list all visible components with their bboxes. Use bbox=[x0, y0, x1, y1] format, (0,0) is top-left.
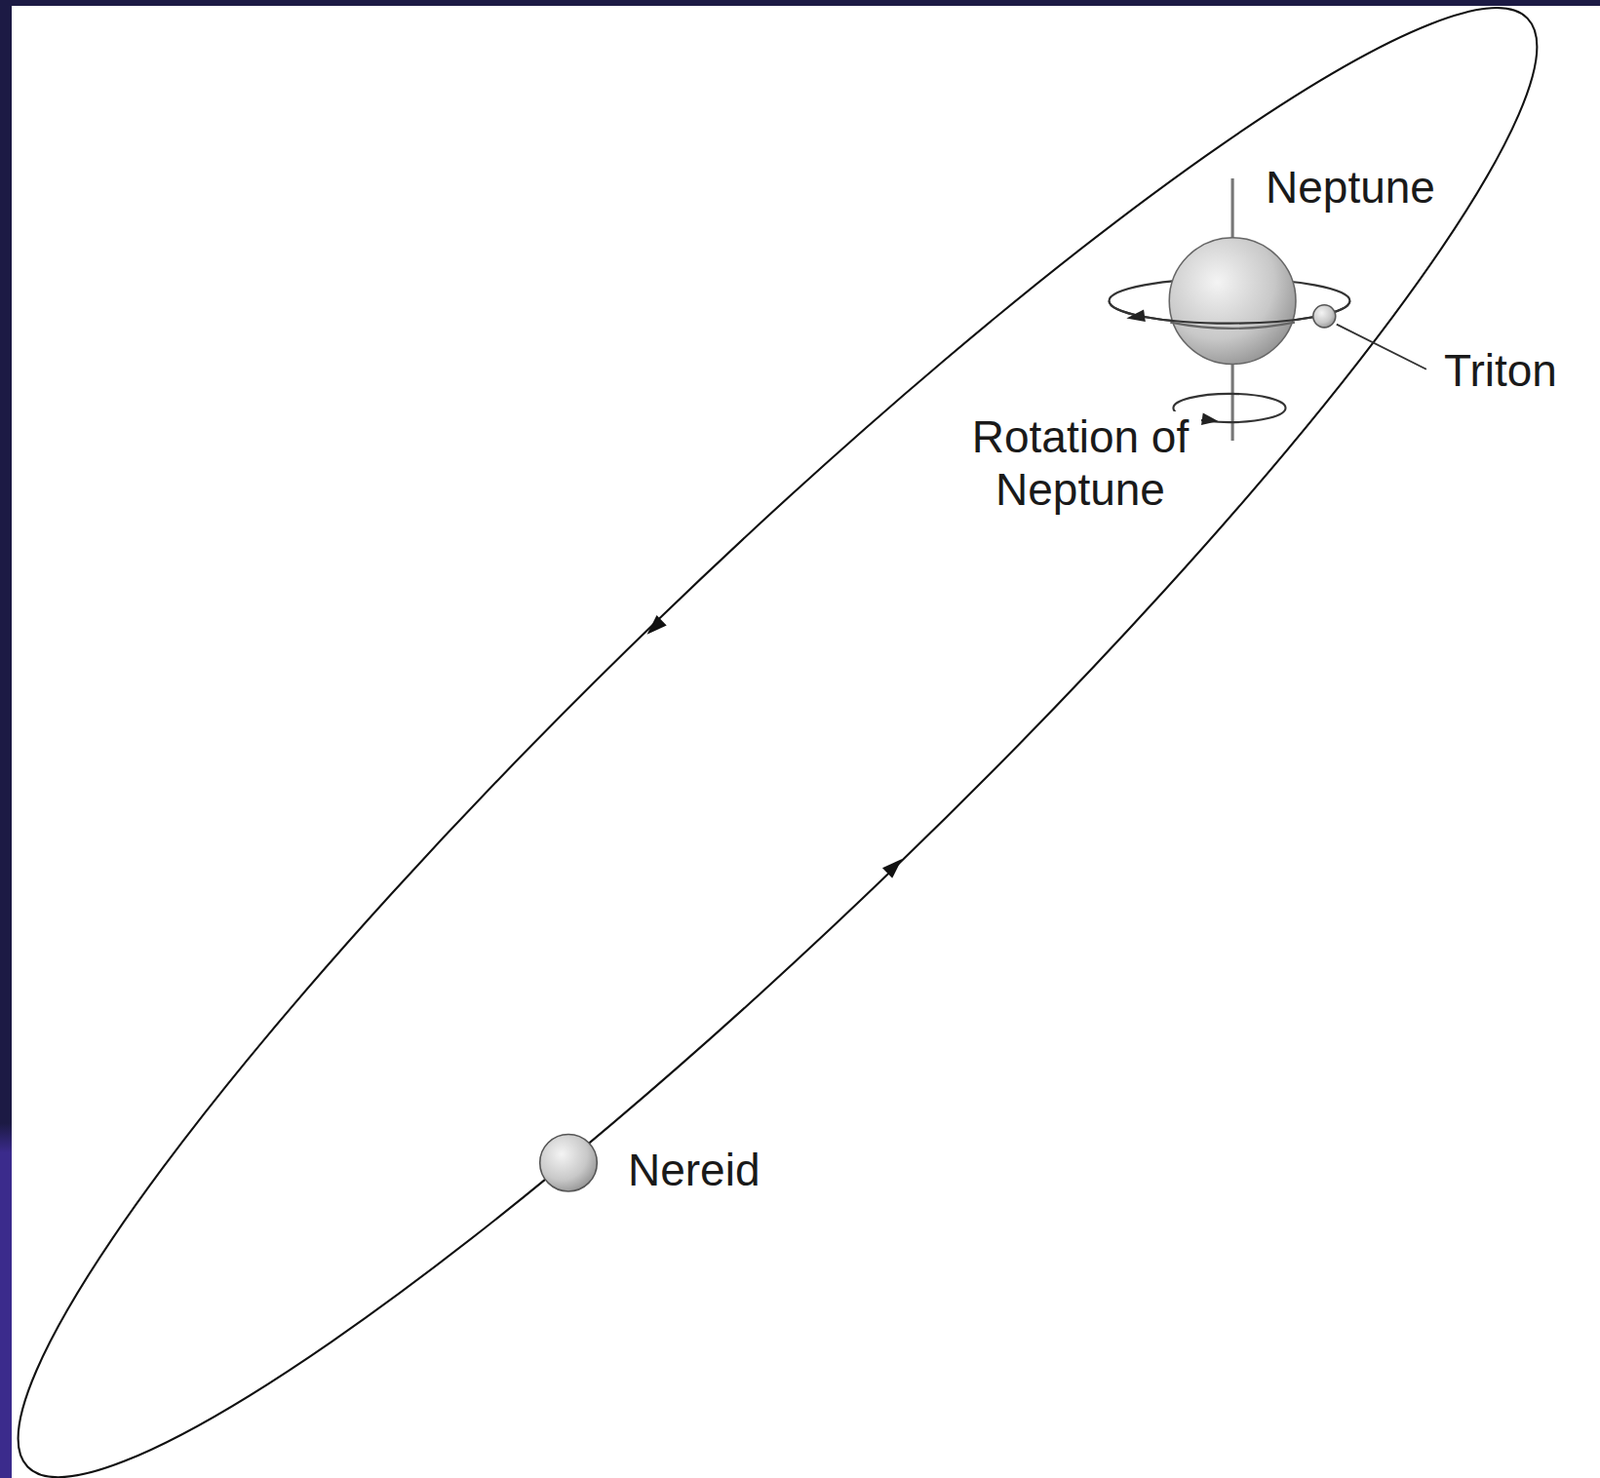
moon-label: Nereid bbox=[624, 1144, 765, 1198]
leader-line bbox=[1336, 324, 1427, 370]
white-panel bbox=[11, 5, 1600, 1478]
rotation-label: Rotation of Neptune bbox=[959, 411, 1202, 517]
orbit-arrow bbox=[641, 615, 666, 640]
moon-label: Triton bbox=[1440, 345, 1561, 398]
orbit-arrow bbox=[1125, 310, 1145, 325]
triton-moon bbox=[1313, 305, 1336, 328]
orbit-arrow bbox=[882, 854, 907, 879]
neptune-sphere bbox=[1169, 237, 1296, 365]
rotation-arrowhead bbox=[1201, 413, 1219, 429]
planet-label: Neptune bbox=[1261, 161, 1440, 215]
nereid-moon bbox=[540, 1133, 598, 1192]
